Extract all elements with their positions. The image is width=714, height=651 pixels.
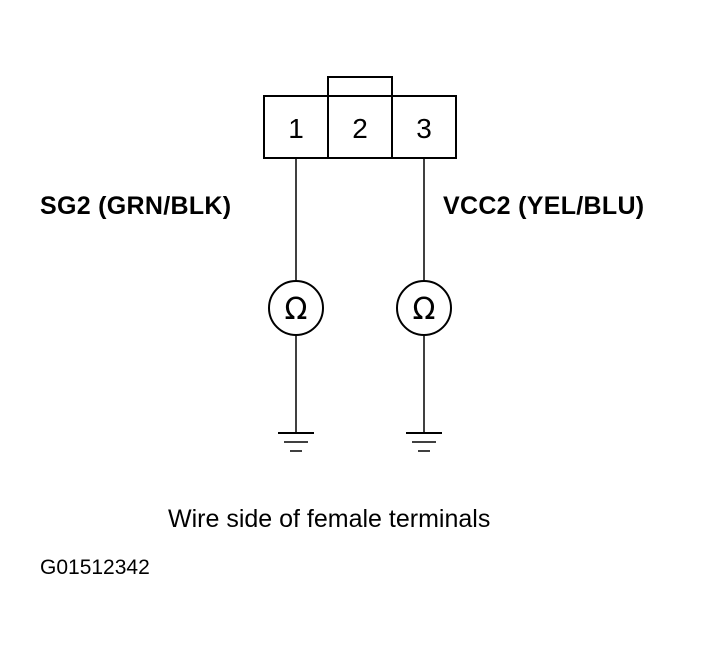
connector: 1 2 3 <box>263 76 457 159</box>
figure-id: G01512342 <box>40 556 150 579</box>
right-circuit: Ω <box>396 158 452 452</box>
wire-label-vcc2: VCC2 (YEL/BLU) <box>443 192 645 220</box>
connector-lock-tab <box>327 76 393 96</box>
terminal-1-number: 1 <box>288 113 304 144</box>
ohm-symbol: Ω <box>413 292 436 327</box>
diagram-caption: Wire side of female terminals <box>168 505 491 533</box>
ohm-symbol: Ω <box>285 292 308 327</box>
terminal-2-number: 2 <box>352 113 368 144</box>
ground-icon <box>406 432 442 452</box>
connector-housing <box>263 95 457 159</box>
terminal-3-number: 3 <box>416 113 432 144</box>
wire-label-sg2: SG2 (GRN/BLK) <box>40 192 232 220</box>
ground-icon <box>278 432 314 452</box>
left-circuit: Ω <box>268 158 324 452</box>
